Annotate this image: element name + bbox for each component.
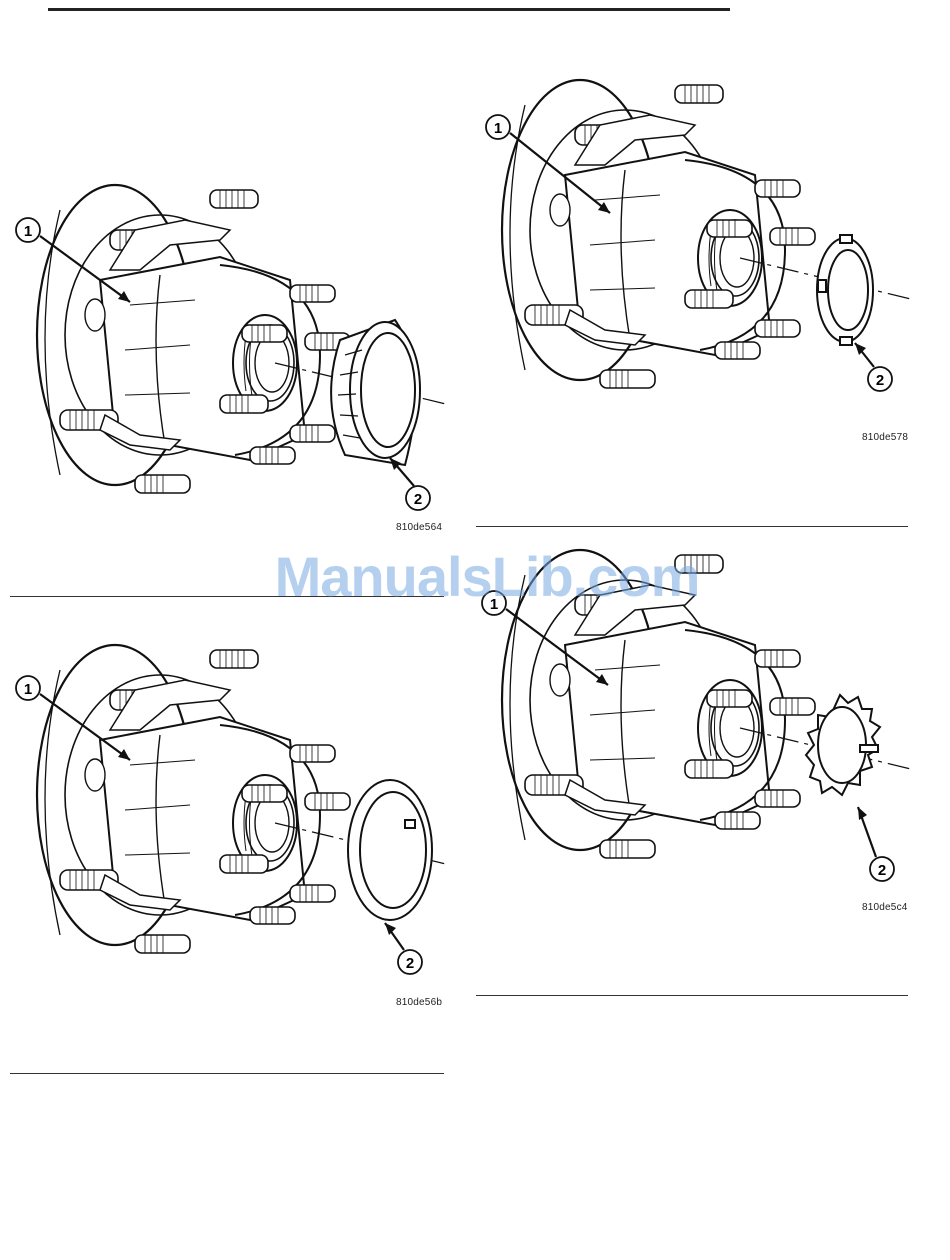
- figure-code: 810de5c4: [862, 902, 908, 913]
- figure-washer: 1 2 810de56b: [10, 640, 450, 1020]
- callout-2-label: 2: [876, 372, 884, 389]
- figure-bearing: 1 2 810de564: [10, 180, 450, 540]
- callout-2-label: 2: [414, 491, 422, 508]
- figure-nut: 1 2 810de578: [480, 75, 920, 455]
- callout-1-label: 1: [24, 681, 32, 698]
- top-rule: [48, 8, 730, 11]
- figure-code: 810de578: [862, 432, 908, 443]
- callout-1-label: 1: [24, 223, 32, 240]
- divider-rule: [10, 596, 444, 597]
- callout-2-label: 2: [406, 955, 414, 972]
- divider-rule: [476, 526, 908, 527]
- hub-bearing-illustration: 1 2: [10, 180, 450, 540]
- figure-code: 810de56b: [396, 997, 442, 1008]
- figure-tab-washer: 1 2 810de5c4: [480, 545, 920, 925]
- divider-rule: [10, 1073, 444, 1074]
- callout-1-label: 1: [494, 120, 502, 137]
- figure-code: 810de564: [396, 522, 442, 533]
- hub-tab-washer-illustration: 1 2: [480, 545, 920, 925]
- divider-rule: [476, 995, 908, 996]
- callout-2-label: 2: [878, 862, 886, 879]
- hub-washer-illustration: 1 2: [10, 640, 450, 1020]
- hub-nut-illustration: 1 2: [480, 75, 920, 455]
- callout-1-label: 1: [490, 596, 498, 613]
